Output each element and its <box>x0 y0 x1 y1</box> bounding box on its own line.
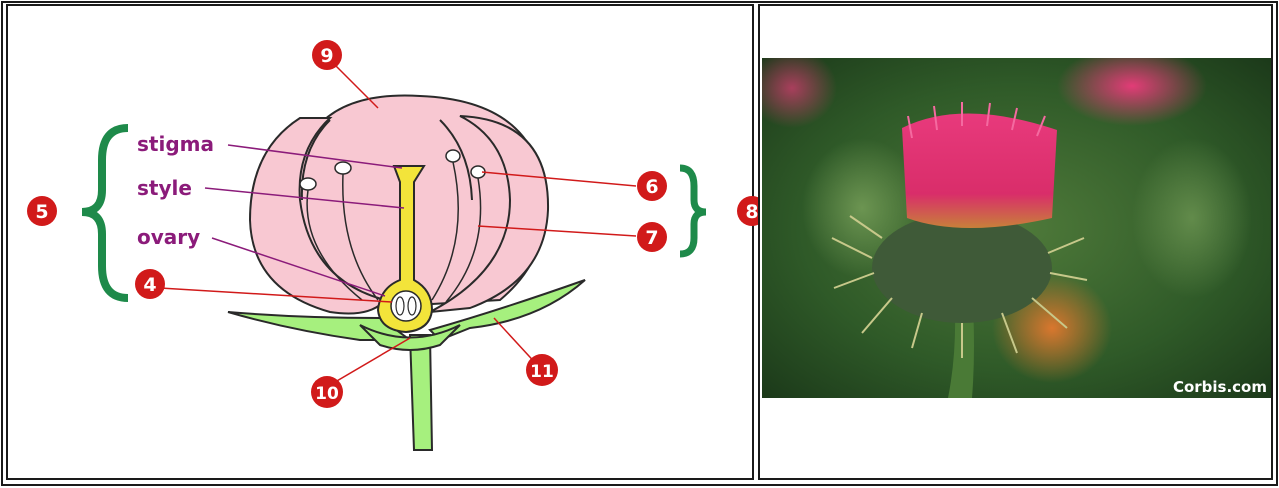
marker-9: 9 <box>320 45 333 67</box>
blur-light-right <box>1132 138 1252 298</box>
marker-6: 6 <box>645 176 658 198</box>
flower-diagram: stigma style ovary 9 5 4 6 7 8 10 11 <box>0 0 758 488</box>
leader-10 <box>330 338 410 385</box>
stem <box>410 335 432 450</box>
bracket-left <box>82 128 128 298</box>
label-style: style <box>137 176 192 200</box>
ovule-1 <box>396 297 404 315</box>
marker-5: 5 <box>35 201 48 223</box>
marker-4: 4 <box>143 274 156 296</box>
ovule-2 <box>408 297 416 315</box>
marker-11: 11 <box>530 362 554 382</box>
label-stigma: stigma <box>137 132 214 156</box>
bracket-right <box>680 168 706 254</box>
anther-1 <box>300 178 316 190</box>
marker-10: 10 <box>315 384 339 404</box>
thistle-photo: Corbis.com <box>762 58 1271 398</box>
marker-8: 8 <box>745 201 758 223</box>
anther-3 <box>446 150 460 162</box>
thistle-bracts <box>872 213 1052 323</box>
anther-2 <box>335 162 351 174</box>
label-ovary: ovary <box>137 225 200 249</box>
thistle-flower-head <box>902 113 1057 228</box>
marker-7: 7 <box>645 227 658 249</box>
photo-credit: Corbis.com <box>1173 378 1267 396</box>
